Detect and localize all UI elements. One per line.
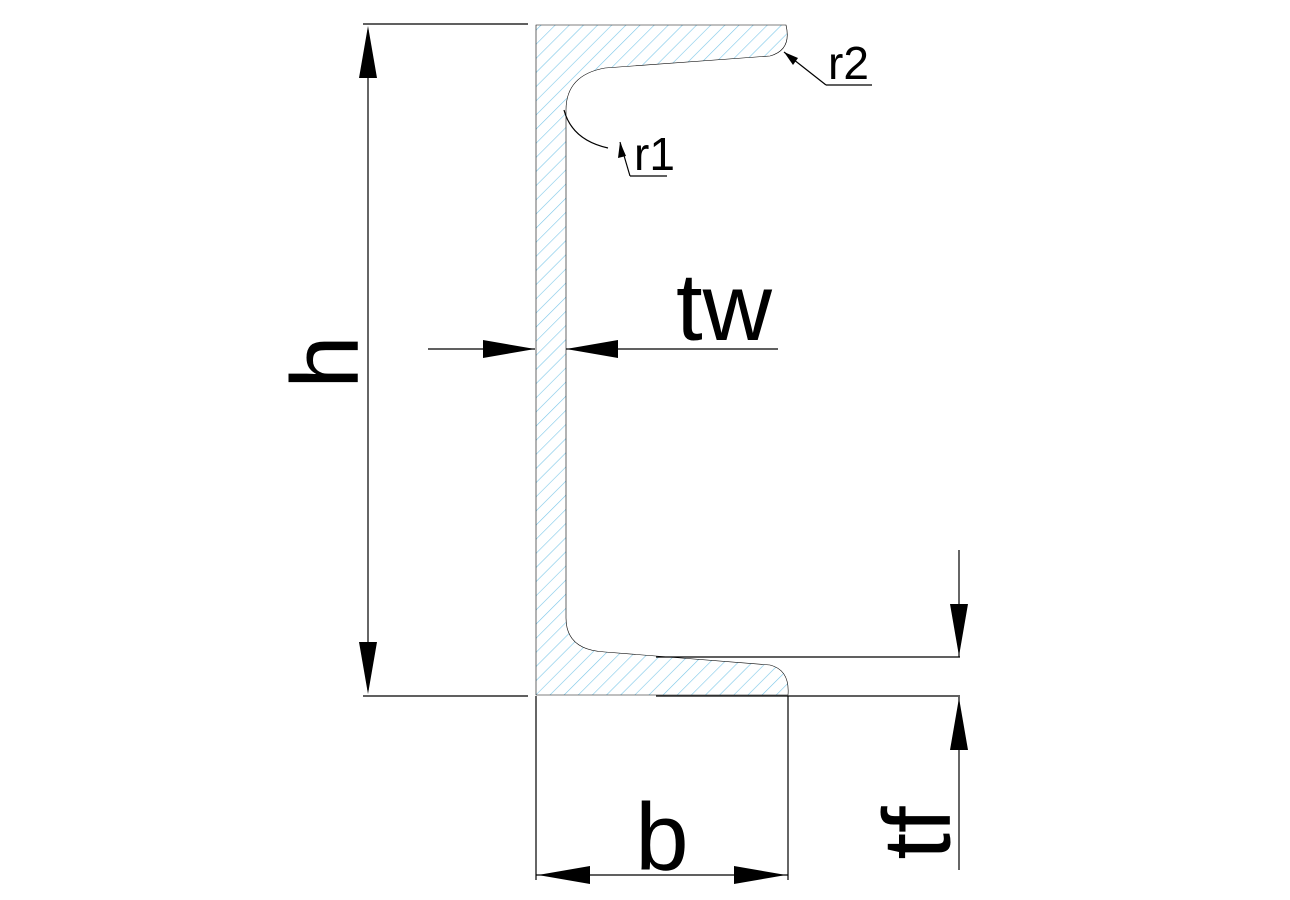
toe-radius-label: r2 xyxy=(828,37,869,89)
flange-thickness-dimension xyxy=(950,550,968,870)
flange-thickness-label: tf xyxy=(864,806,971,860)
web-thickness-dimension xyxy=(428,340,778,358)
height-arrow-bottom xyxy=(359,642,377,694)
web-arrow-left xyxy=(483,340,535,358)
width-arrow-right xyxy=(734,866,786,884)
web-arrow-right xyxy=(566,340,618,358)
height-label: h xyxy=(272,335,379,388)
toe-radius-arrow xyxy=(784,52,798,65)
height-dimension xyxy=(359,23,528,697)
width-arrow-left xyxy=(538,866,590,884)
root-radius-arrow xyxy=(618,142,626,158)
thickness-arrow-top xyxy=(950,604,968,656)
thickness-arrow-bottom xyxy=(950,698,968,750)
height-arrow-top xyxy=(359,26,377,78)
channel-profile xyxy=(535,24,789,696)
toe-radius-leader xyxy=(783,51,872,86)
root-radius-leader xyxy=(563,109,667,177)
root-radius-label: r1 xyxy=(634,128,675,180)
web-thickness-label: tw xyxy=(676,254,773,361)
flange-width-dimension xyxy=(535,696,789,884)
flange-width-label: b xyxy=(635,784,688,891)
